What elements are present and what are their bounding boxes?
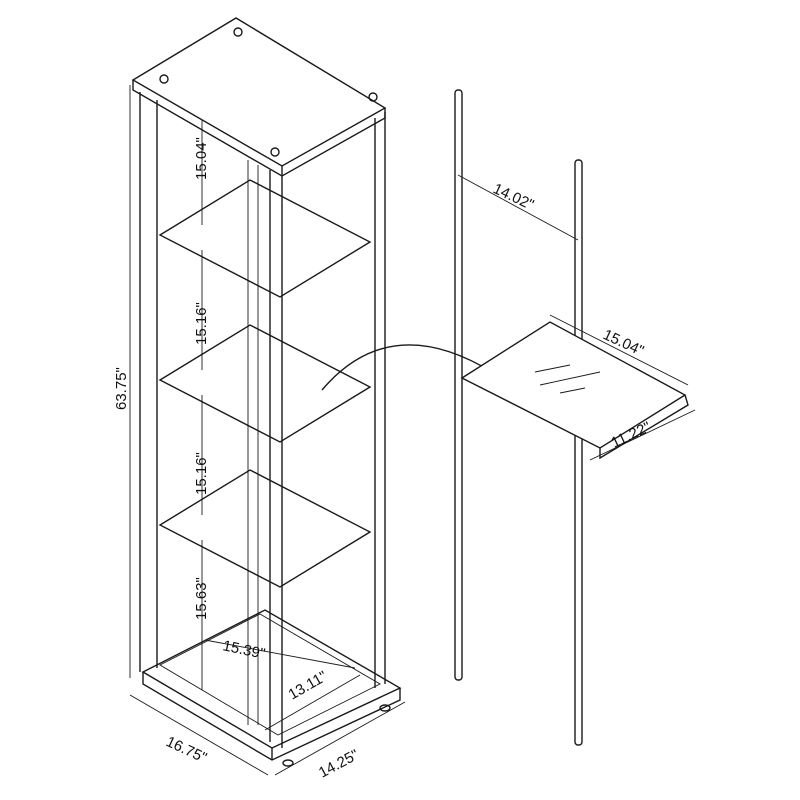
exploded-shelf [460,321,689,460]
label-base-width: 16.75" [163,733,209,767]
glass-shelves [158,179,372,588]
dimension-lines [129,85,696,776]
label-inner-diagonal: 15.39" [221,637,266,663]
move-arrow-icon [321,344,496,391]
label-inner-depth: 13.11" [286,668,331,704]
cabinet-frame [139,92,386,748]
shelf-3 [158,469,372,588]
label-pole-spacing: 14.02" [490,180,536,214]
label-shelf-gap-3: 15.16" [193,452,210,495]
shelf-2 [158,324,372,443]
cabinet-top [131,17,387,177]
label-shelf-gap-top: 15.04" [193,137,210,180]
label-total-height: 63.75" [113,367,130,410]
label-base-depth: 14.25" [316,746,362,781]
cabinet-base [141,609,402,767]
label-shelf-gap-bottom: 15.63" [193,577,210,620]
exploded-poles [454,89,583,746]
label-shelf-gap-2: 15.16" [193,302,210,345]
shelf-1 [158,179,372,298]
